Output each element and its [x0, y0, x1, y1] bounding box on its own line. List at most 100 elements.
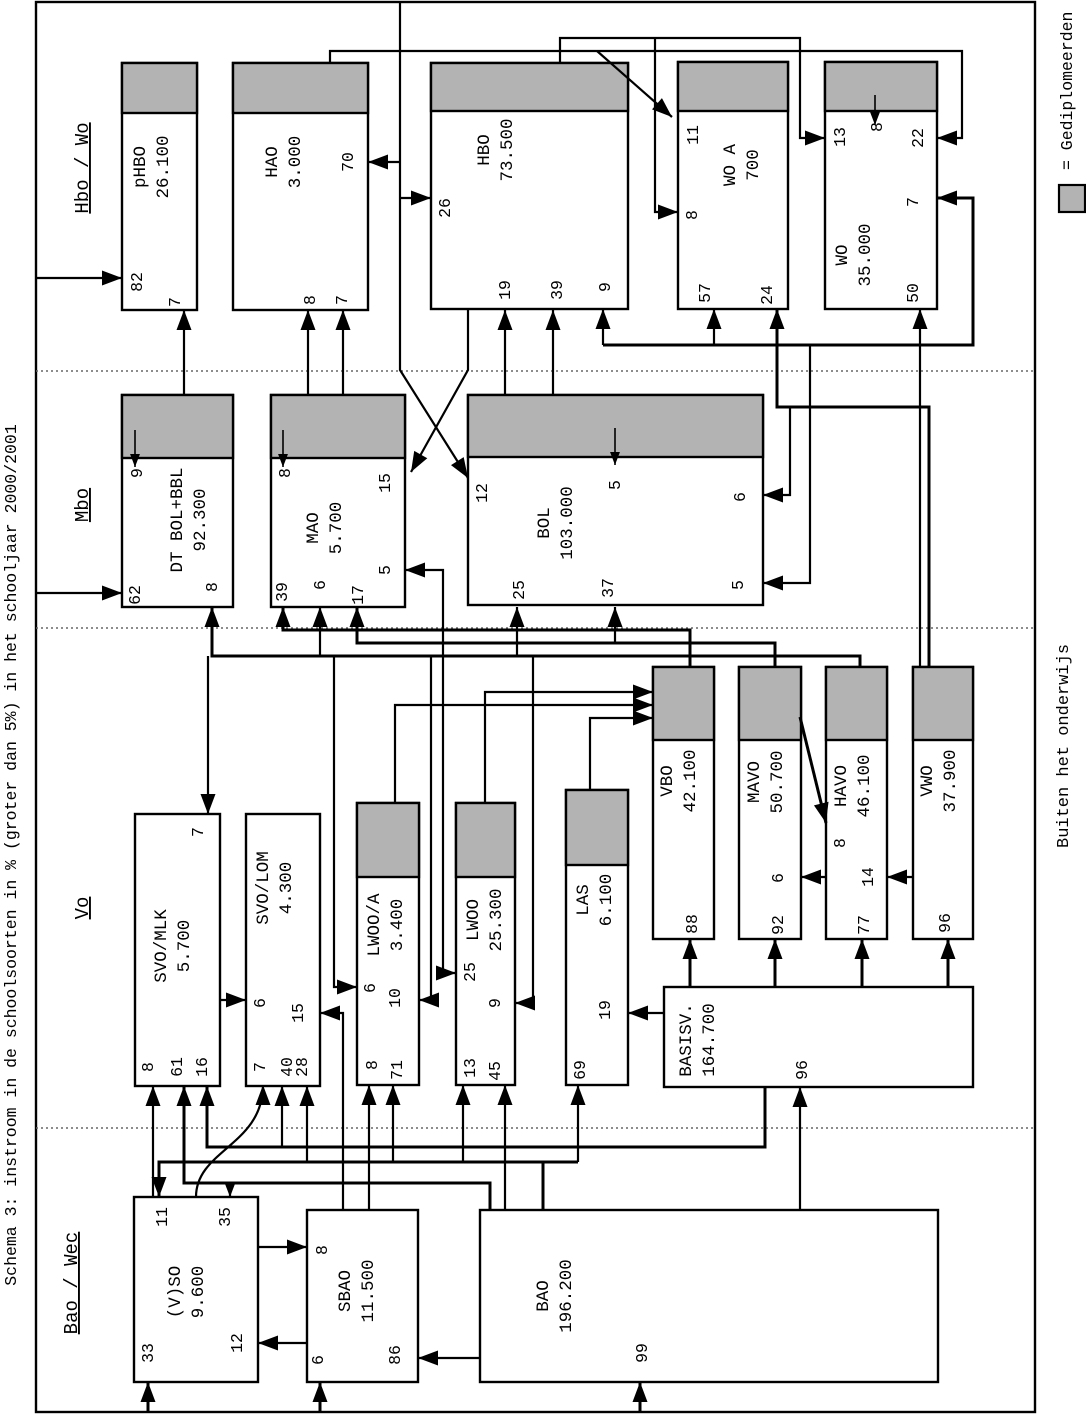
flow-number-label: 70 [339, 152, 358, 172]
arrowhead [102, 270, 122, 286]
box-name: VBO [658, 765, 678, 797]
flow-number-label: 25 [510, 580, 529, 600]
arrowhead [854, 939, 870, 959]
arrowhead [570, 1085, 586, 1105]
arrowhead [610, 452, 620, 465]
flow-number-label: 96 [936, 913, 955, 933]
legend-label: = Gediplomeerden [1058, 12, 1077, 170]
arrowhead [312, 1382, 328, 1402]
arrowhead [385, 1085, 401, 1105]
flow-number-label: 50 [904, 283, 923, 303]
flow-number-label: 8 [831, 838, 850, 848]
arrowhead [411, 190, 431, 206]
arrowhead [767, 939, 783, 959]
arrowhead [455, 1085, 471, 1105]
arrowhead [887, 869, 907, 885]
arrowhead [224, 1183, 236, 1197]
arrowhead [102, 585, 122, 601]
box-value: 50.700 [768, 750, 788, 813]
arrowhead [937, 190, 957, 206]
flow-number-label: 88 [683, 914, 702, 934]
flow-number-label: 92 [769, 915, 788, 935]
section-header-hbo-wo: Hbo / Wo [72, 122, 94, 213]
flow-number-label: 13 [831, 127, 850, 147]
flow-number-label: 61 [168, 1057, 187, 1077]
arrowhead [199, 1086, 215, 1106]
flow-number-label: 26 [436, 198, 455, 218]
box-value: 46.100 [855, 754, 875, 817]
flow-number-label: 39 [548, 280, 567, 300]
box-name: HAVO [832, 765, 852, 807]
flow-number-label: 9 [486, 998, 505, 1008]
graduates-strip [676, 60, 790, 113]
flow-number-label: 8 [203, 582, 222, 592]
flow-number-label: 9 [128, 468, 147, 478]
arrowhead [204, 607, 220, 627]
flow-line-bao-bus-svomlk-61 [182, 1086, 492, 1210]
arrowhead [258, 1335, 278, 1351]
flow-number-label: 25 [461, 962, 480, 982]
flow-number-label: 6 [769, 873, 788, 883]
box-name: HBO [475, 134, 495, 166]
flow-line-sbao-to-svolom-15 [320, 1011, 345, 1210]
flow-line-las-to-vbo [588, 716, 653, 790]
arrowhead [411, 450, 428, 472]
flow-number-label: 5 [729, 580, 748, 590]
flow-line-lwoo-to-vbo [483, 690, 653, 803]
graduates-strip [823, 60, 939, 113]
arrowhead [633, 710, 653, 726]
flow-number-label: 13 [461, 1058, 480, 1078]
flow-line-branch-to-woa-8 [653, 38, 678, 214]
box-value: 35.000 [856, 223, 876, 286]
arrowhead [176, 310, 192, 330]
flow-line-hbo-diag-mao-15 [410, 309, 470, 473]
arrowhead [792, 1087, 808, 1107]
arrowhead [940, 939, 956, 959]
flow-number-label: 5 [606, 480, 625, 490]
flow-line-busA-to-mao-5 [405, 568, 445, 643]
flow-number-label: 12 [473, 483, 492, 503]
arrowhead [200, 794, 216, 814]
box-name: SVO/LOM [254, 851, 274, 925]
arrowhead [595, 309, 611, 329]
flow-line-basisv-bus-svomlk-16 [205, 1086, 767, 1149]
flow-number-label: 8 [301, 295, 320, 305]
graduates-strip [120, 61, 199, 115]
flow-number-label: 40 [278, 1057, 297, 1077]
flow-number-label: 14 [859, 867, 878, 887]
box-value: 26.100 [154, 135, 174, 198]
outer-frame [34, 0, 1037, 1414]
diagram-title: Schema 3: instroom in de schoolsoorten i… [2, 424, 21, 1286]
arrowhead [287, 1239, 307, 1255]
arrowhead [509, 607, 525, 627]
graduates-strip [824, 665, 889, 742]
graduates-strip [120, 393, 235, 460]
box-name: VWO [918, 765, 938, 797]
box-name: BASISV. [677, 1003, 697, 1077]
band-separators [36, 370, 1035, 1129]
arrowhead [497, 1085, 513, 1105]
box-value: 3.000 [286, 136, 306, 189]
flow-number-label: 45 [486, 1061, 505, 1081]
arrowhead [419, 992, 439, 1008]
box-name: LWOO/A [365, 893, 385, 957]
flow-number-label: 69 [571, 1060, 590, 1080]
arrowhead [813, 801, 829, 823]
flow-number-label: 15 [289, 1003, 308, 1023]
box-name: (V)SO [166, 1266, 186, 1319]
legend: = Gediplomeerden [1057, 12, 1086, 214]
flow-number-label: 6 [311, 580, 330, 590]
flow-number-label: 86 [386, 1345, 405, 1365]
